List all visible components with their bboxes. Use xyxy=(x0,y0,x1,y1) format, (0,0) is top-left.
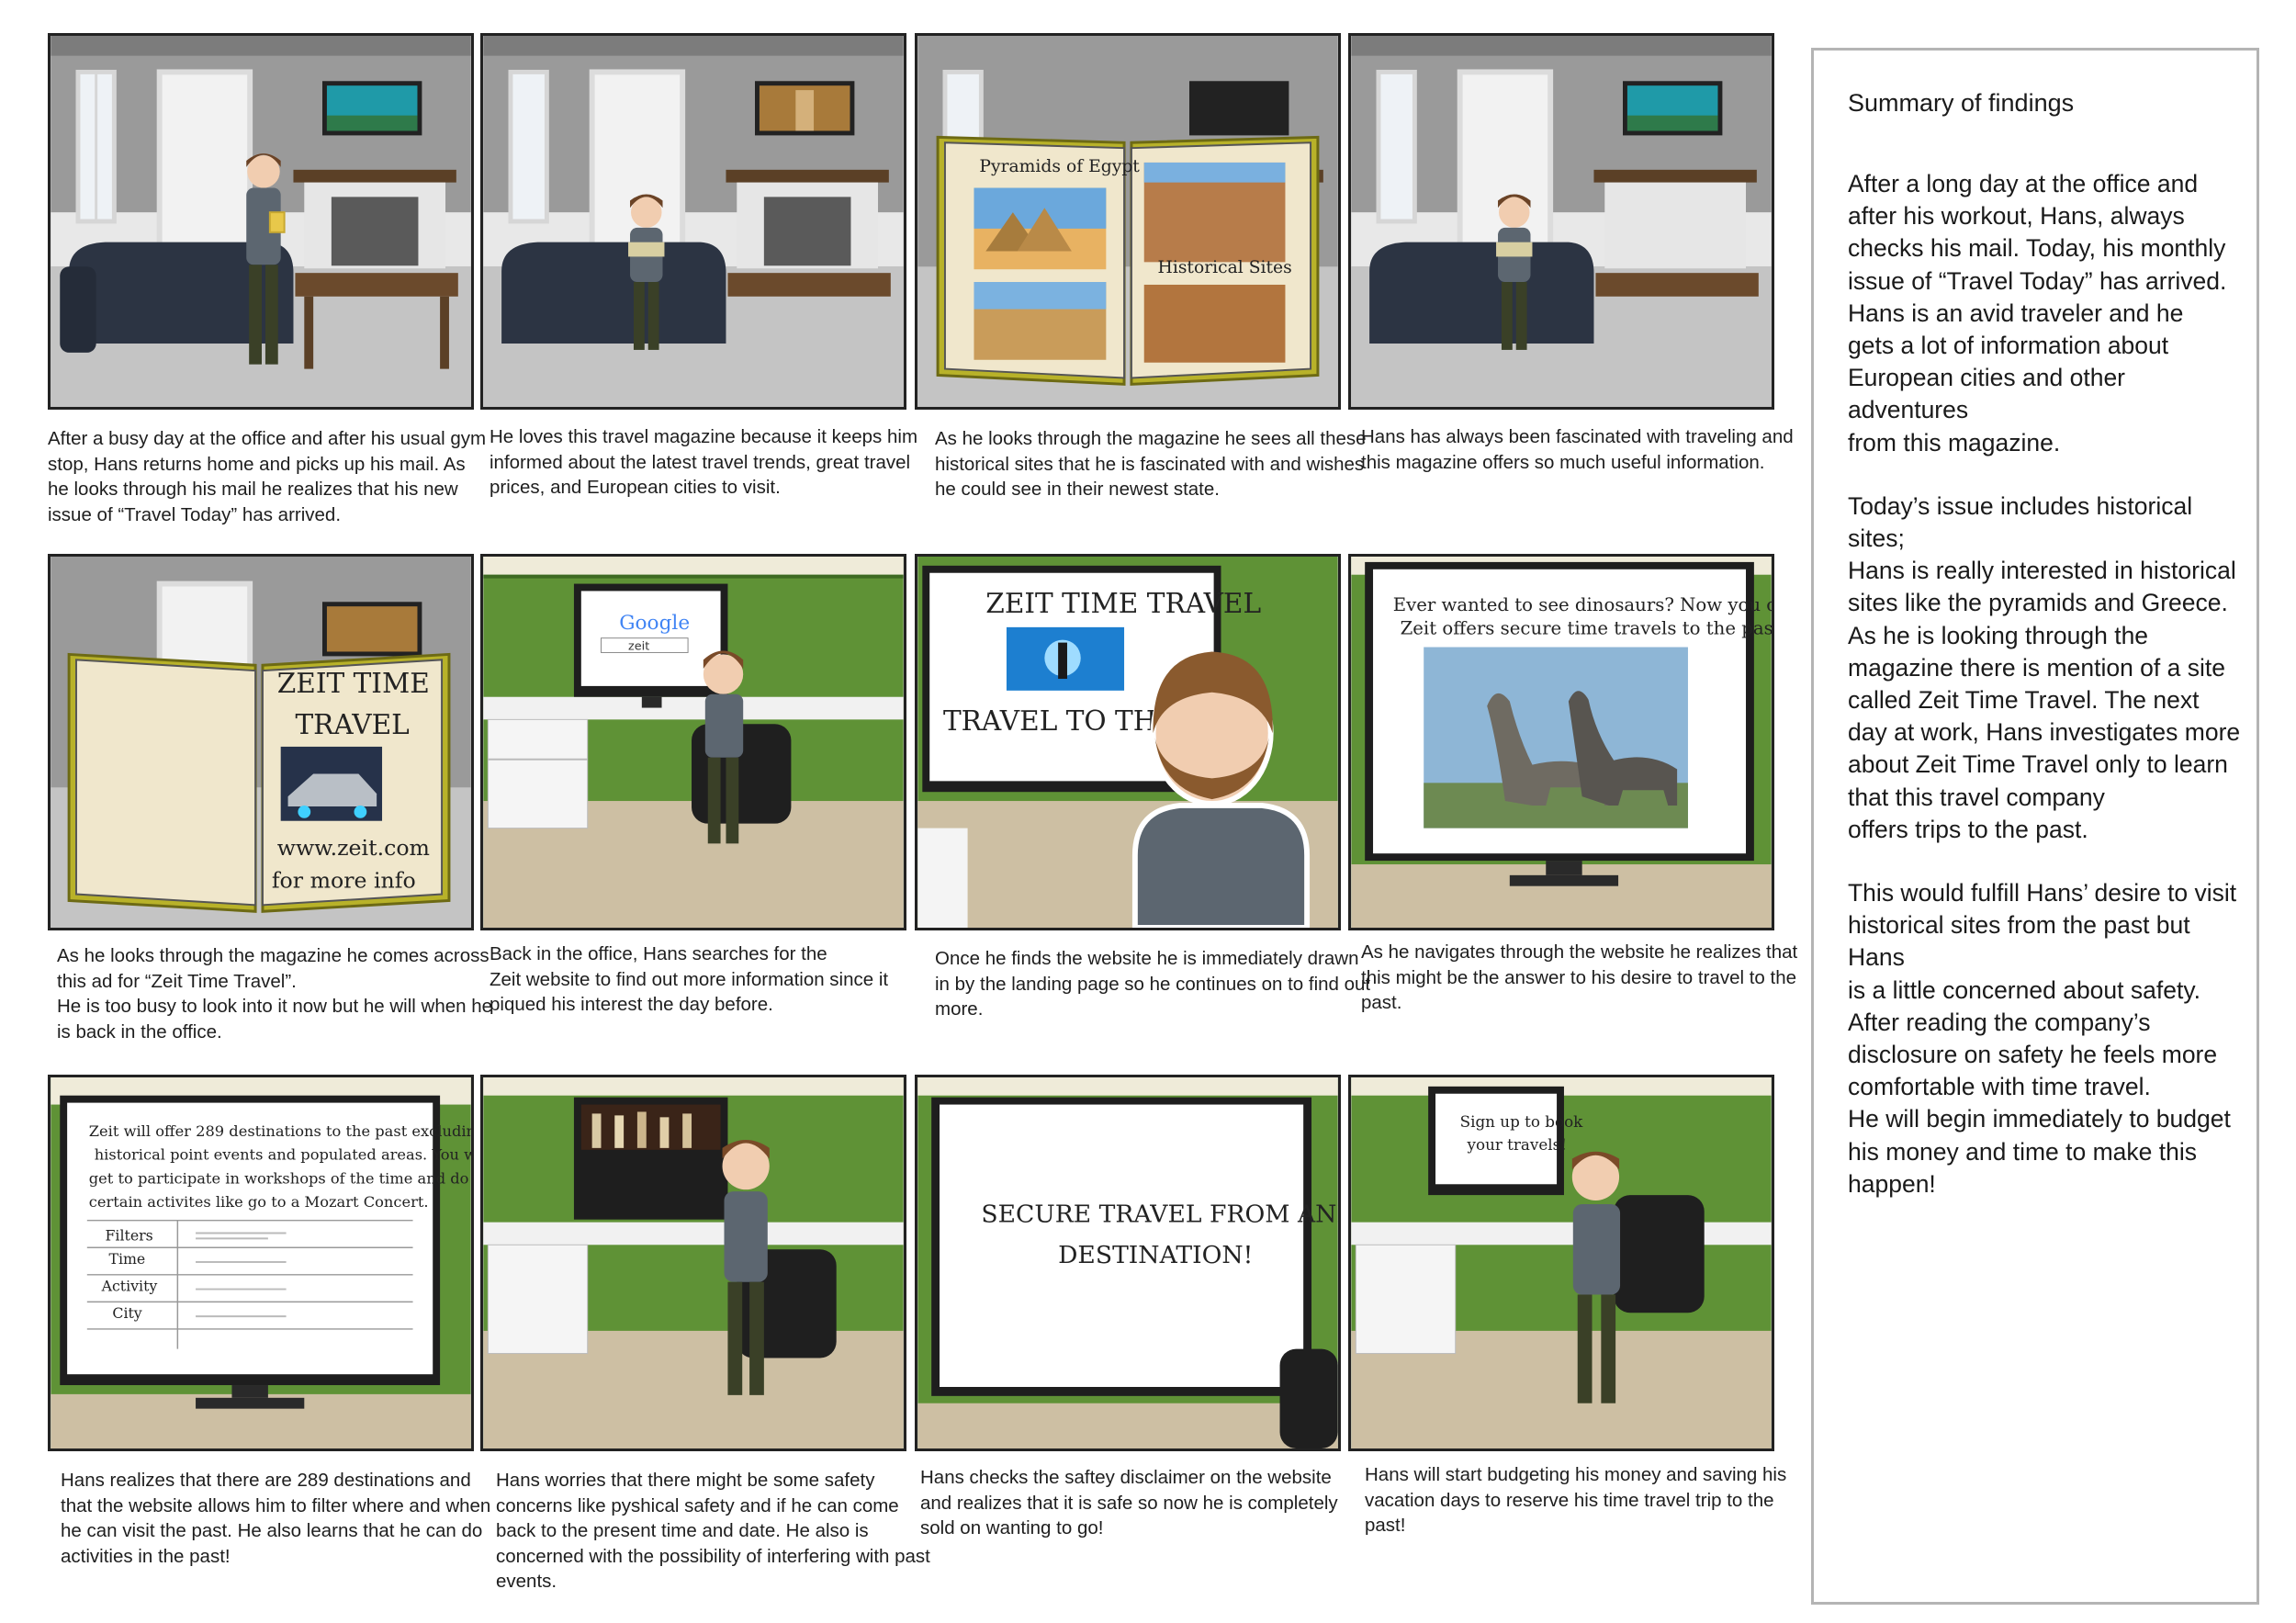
panel-5-caption: As he looks through the magazine he come… xyxy=(57,945,493,1043)
panel-9-caption: Hans realizes that there are 289 destina… xyxy=(61,1470,491,1567)
google-logo: Google xyxy=(619,612,690,635)
storyboard-panel-1 xyxy=(48,33,474,410)
google-search-query: zeit xyxy=(628,639,649,653)
filter-label-time: Time xyxy=(108,1250,145,1268)
panel-8-caption: As he navigates through the website he r… xyxy=(1361,941,1798,1013)
storyboard-panel-3: Pyramids of Egypt Historical Sites xyxy=(915,33,1341,410)
storyboard-panel-12: Sign up to book your travels! xyxy=(1348,1075,1774,1451)
panel-2-caption: He loves this travel magazine because it… xyxy=(490,426,918,498)
storyboard-panel-5: ZEIT TIME TRAVEL www.zeit.com for more i… xyxy=(48,554,474,930)
office-landing-scene: ZEIT TIME TRAVEL TRAVEL TO THE PAST xyxy=(917,557,1338,928)
storyboard-panel-6: Google zeit xyxy=(480,554,906,930)
filter-label-filters: Filters xyxy=(106,1226,153,1244)
living-room-scene xyxy=(483,36,904,407)
office-signup-scene: Sign up to book your travels! xyxy=(1351,1077,1772,1448)
filter-label-activity: Activity xyxy=(101,1278,158,1295)
filter-label-city: City xyxy=(112,1304,141,1322)
panel-3-caption: As he looks through the magazine he sees… xyxy=(935,428,1367,500)
storyboard-panel-10 xyxy=(480,1075,906,1451)
dino-headline-line2: Zeit offers secure time travels to the p… xyxy=(1401,618,1772,639)
filters-text-line2: historical point events and populated ar… xyxy=(95,1146,471,1164)
panel-7-caption: Once he finds the website he is immediat… xyxy=(935,948,1371,1020)
panel-1-caption: After a busy day at the office and after… xyxy=(48,428,487,525)
magazine-book-scene: Pyramids of Egypt Historical Sites xyxy=(917,36,1338,407)
secure-travel-line1: SECURE TRAVEL FROM AND TO xyxy=(981,1200,1338,1229)
filters-text-line4: certain activites like go to a Mozart Co… xyxy=(89,1193,429,1211)
art-label-historical-sites: Historical Sites xyxy=(1158,258,1292,277)
summary-of-findings-box: Summary of findings After a long day at … xyxy=(1811,48,2259,1605)
summary-paragraph-2: Today’s issue includes historical sites;… xyxy=(1848,491,2241,843)
storyboard-panel-4 xyxy=(1348,33,1774,410)
living-room-scene xyxy=(1351,36,1772,407)
storyboard-panel-8: Ever wanted to see dinosaurs? Now you ca… xyxy=(1348,554,1774,930)
ad-title-line2: TRAVEL xyxy=(295,709,409,740)
office-dinosaur-scene: Ever wanted to see dinosaurs? Now you ca… xyxy=(1351,557,1772,928)
storyboard-panel-7: ZEIT TIME TRAVEL TRAVEL TO THE PAST xyxy=(915,554,1341,930)
panel-12-caption: Hans will start budgeting his money and … xyxy=(1365,1464,1787,1536)
art-label-pyramids: Pyramids of Egypt xyxy=(979,157,1140,176)
signup-text-line2: your travels! xyxy=(1467,1135,1567,1154)
office-filters-scene: Zeit will offer 289 destinations to the … xyxy=(51,1077,471,1448)
filters-text-line1: Zeit will offer 289 destinations to the … xyxy=(89,1122,471,1140)
summary-paragraph-3: This would fulfill Hans’ desire to visit… xyxy=(1848,879,2237,1198)
storyboard-panel-9: Zeit will offer 289 destinations to the … xyxy=(48,1075,474,1451)
panel-6-caption: Back in the office, Hans searches for th… xyxy=(490,943,889,1015)
ad-more-info: for more info xyxy=(272,868,416,894)
storyboard-panel-11: SECURE TRAVEL FROM AND TO DESTINATION! xyxy=(915,1075,1341,1451)
secure-travel-line2: DESTINATION! xyxy=(1058,1241,1253,1269)
office-secure-scene: SECURE TRAVEL FROM AND TO DESTINATION! xyxy=(917,1077,1338,1448)
storyboard-panel-2 xyxy=(480,33,906,410)
panel-10-caption: Hans worries that there might be some sa… xyxy=(496,1470,930,1592)
living-room-scene xyxy=(51,36,471,407)
panel-11-caption: Hans checks the saftey disclaimer on the… xyxy=(920,1467,1338,1538)
office-google-scene: Google zeit xyxy=(483,557,904,928)
office-worry-scene xyxy=(483,1077,904,1448)
ad-url: www.zeit.com xyxy=(277,835,430,861)
filters-text-line3: get to participate in workshops of the t… xyxy=(89,1169,469,1187)
ad-title-line1: ZEIT TIME xyxy=(277,668,430,699)
magazine-ad-scene: ZEIT TIME TRAVEL www.zeit.com for more i… xyxy=(51,557,471,928)
dino-headline-line1: Ever wanted to see dinosaurs? Now you ca… xyxy=(1393,594,1772,615)
panel-4-caption: Hans has always been fascinated with tra… xyxy=(1361,426,1794,473)
signup-text-line1: Sign up to book xyxy=(1460,1112,1584,1131)
landing-title: ZEIT TIME TRAVEL xyxy=(985,588,1261,619)
summary-paragraph-1: After a long day at the office and after… xyxy=(1848,170,2227,456)
summary-title: Summary of findings xyxy=(1848,89,2075,117)
